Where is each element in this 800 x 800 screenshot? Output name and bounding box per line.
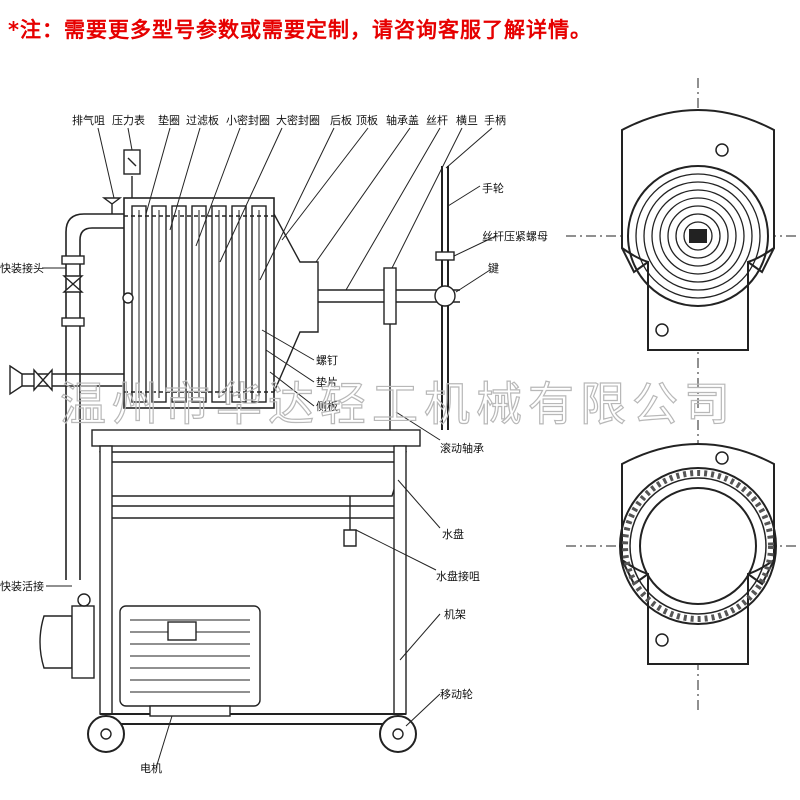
hand-wheel-hub (434, 285, 456, 307)
label-key: 键 (488, 261, 499, 275)
label-filter-plate: 过滤板 (186, 113, 219, 127)
label-water-tray: 水盘 (442, 527, 464, 541)
label-quick-clamp: 快装接头 (0, 262, 44, 275)
water-tray-nozzle-icon (343, 529, 357, 547)
outlet-pipe (9, 364, 23, 396)
filter-plate-stack (122, 197, 275, 409)
label-screw: 螺钉 (316, 354, 338, 367)
moving-wheel-left (87, 715, 125, 753)
label-back-plate: 后板 (330, 113, 352, 127)
label-pressure-gauge: 压力表 (112, 113, 145, 127)
notice-text: *注：需要更多型号参数或需要定制，请咨询客服了解详情。 (8, 18, 592, 42)
label-top-plate: 顶板 (356, 113, 378, 127)
motor-icon (119, 605, 261, 717)
label-motor: 电机 (140, 761, 162, 775)
label-screw-lock-nut: 丝杆压紧螺母 (482, 229, 548, 243)
label-gasket: 垫圈 (158, 113, 180, 127)
label-handle: 手柄 (484, 113, 506, 127)
label-washer: 垫片 (316, 375, 338, 389)
label-water-tray-nozzle: 水盘接咀 (436, 569, 480, 583)
frame (91, 429, 421, 725)
cross-head (383, 267, 397, 325)
outlet-valve-icon (33, 368, 53, 392)
machine-drawing (9, 149, 460, 753)
exhaust-valve-icon (101, 197, 123, 214)
part-labels: 排气咀 压力表 垫圈 过滤板 小密封圈 大密封圈 后板 顶板 轴承盖 丝杆 横旦… (0, 113, 548, 775)
label-small-seal-ring: 小密封圈 (226, 113, 270, 127)
label-side-plate: 侧板 (316, 399, 338, 413)
valve-icon-upper (61, 255, 85, 327)
label-exhaust-valve: 排气咀 (72, 113, 105, 127)
back-plate (273, 213, 319, 393)
water-tray (99, 451, 407, 497)
label-moving-wheel: 移动轮 (440, 687, 473, 701)
label-quick-fitting: 快装活接 (0, 580, 44, 593)
pump-icon (39, 593, 95, 679)
label-rolling-bearing: 滚动轴承 (440, 441, 484, 455)
watermark-text: 温州市华达轻工机械有限公司 (60, 377, 736, 431)
inlet-pipe (65, 213, 124, 580)
label-cross-head: 横旦 (456, 113, 478, 127)
label-large-seal-ring: 大密封圈 (276, 113, 320, 127)
leader-lines (42, 127, 497, 769)
label-screw-rod: 丝杆 (426, 113, 448, 127)
label-frame: 机架 (444, 607, 466, 621)
plate-view-top (566, 78, 796, 412)
plate-view-bottom (566, 420, 796, 712)
label-hand-wheel: 手轮 (482, 181, 504, 195)
label-bearing-cover: 轴承盖 (386, 113, 419, 127)
